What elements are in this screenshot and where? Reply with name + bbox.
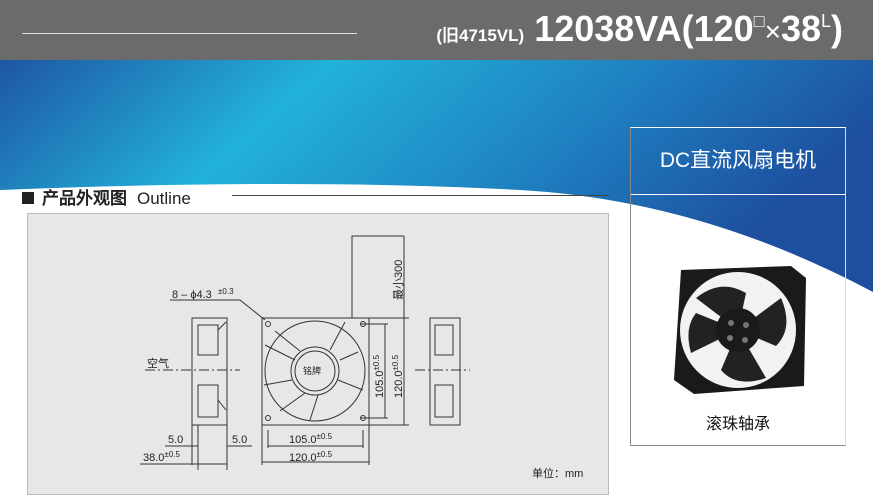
square-mark: □ xyxy=(753,11,765,31)
dim-38: 38.0 xyxy=(143,452,164,464)
hole-spec: 8 – ϕ4.3 xyxy=(172,289,212,301)
svg-text:120.0±0.5: 120.0±0.5 xyxy=(289,450,333,464)
lead-length: 最小300 xyxy=(392,260,405,300)
svg-text:120.0±0.5: 120.0±0.5 xyxy=(391,354,405,398)
tolerance: ±0.5 xyxy=(391,354,400,370)
section-title-cn: 产品外观图 xyxy=(42,189,127,208)
svg-text:38.0±0.5: 38.0±0.5 xyxy=(143,450,180,464)
dim-120-vertical: 120.0 xyxy=(393,370,405,398)
tolerance: ±0.5 xyxy=(317,450,333,459)
times-sign: × xyxy=(764,16,781,47)
close-paren: ) xyxy=(831,8,843,49)
dim-105-horizontal: 105.0 xyxy=(289,434,317,446)
dim-5-right: 5.0 xyxy=(232,434,247,446)
divider xyxy=(22,33,357,34)
svg-text:105.0±0.5: 105.0±0.5 xyxy=(289,432,333,446)
unit-label: 单位：mm xyxy=(532,468,584,480)
tolerance: ±0.5 xyxy=(317,432,333,441)
square-bullet-icon xyxy=(22,192,34,204)
dim-5-left: 5.0 xyxy=(168,434,183,446)
dim-105-vertical: 105.0 xyxy=(374,370,386,398)
front-view xyxy=(170,235,409,465)
dim-120-horizontal: 120.0 xyxy=(289,452,317,464)
side-view-left xyxy=(145,317,240,426)
tolerance: ±0.5 xyxy=(164,450,180,459)
length-mark: L xyxy=(820,11,831,31)
model-name: 12038VA(120 xyxy=(534,8,754,49)
tolerance: ±0.5 xyxy=(372,354,381,370)
length: 38 xyxy=(780,8,821,49)
outline-drawing-panel xyxy=(27,213,609,495)
hole-tolerance: ±0.3 xyxy=(218,287,234,296)
title-bar: (旧4715VL) 12038VA(120□×38L) xyxy=(0,0,873,60)
svg-text:105.0±0.5: 105.0±0.5 xyxy=(372,354,386,398)
section-divider xyxy=(232,195,609,196)
side-view-right xyxy=(415,317,470,426)
card-title: DC直流风扇电机 xyxy=(631,128,845,195)
label-plate: 铭牌 xyxy=(303,365,321,376)
old-model: (旧4715VL) xyxy=(436,26,525,45)
product-card: DC直流风扇电机 滚珠轴承 xyxy=(630,127,846,446)
airflow-label: 空气 xyxy=(147,356,169,370)
bearing-caption: 滚珠轴承 xyxy=(705,416,770,433)
section-heading: 产品外观图 Outline xyxy=(22,184,191,209)
product-title: (旧4715VL) 12038VA(120□×38L) xyxy=(436,8,843,50)
section-title-en: Outline xyxy=(137,189,191,208)
fan-photo xyxy=(674,266,806,394)
